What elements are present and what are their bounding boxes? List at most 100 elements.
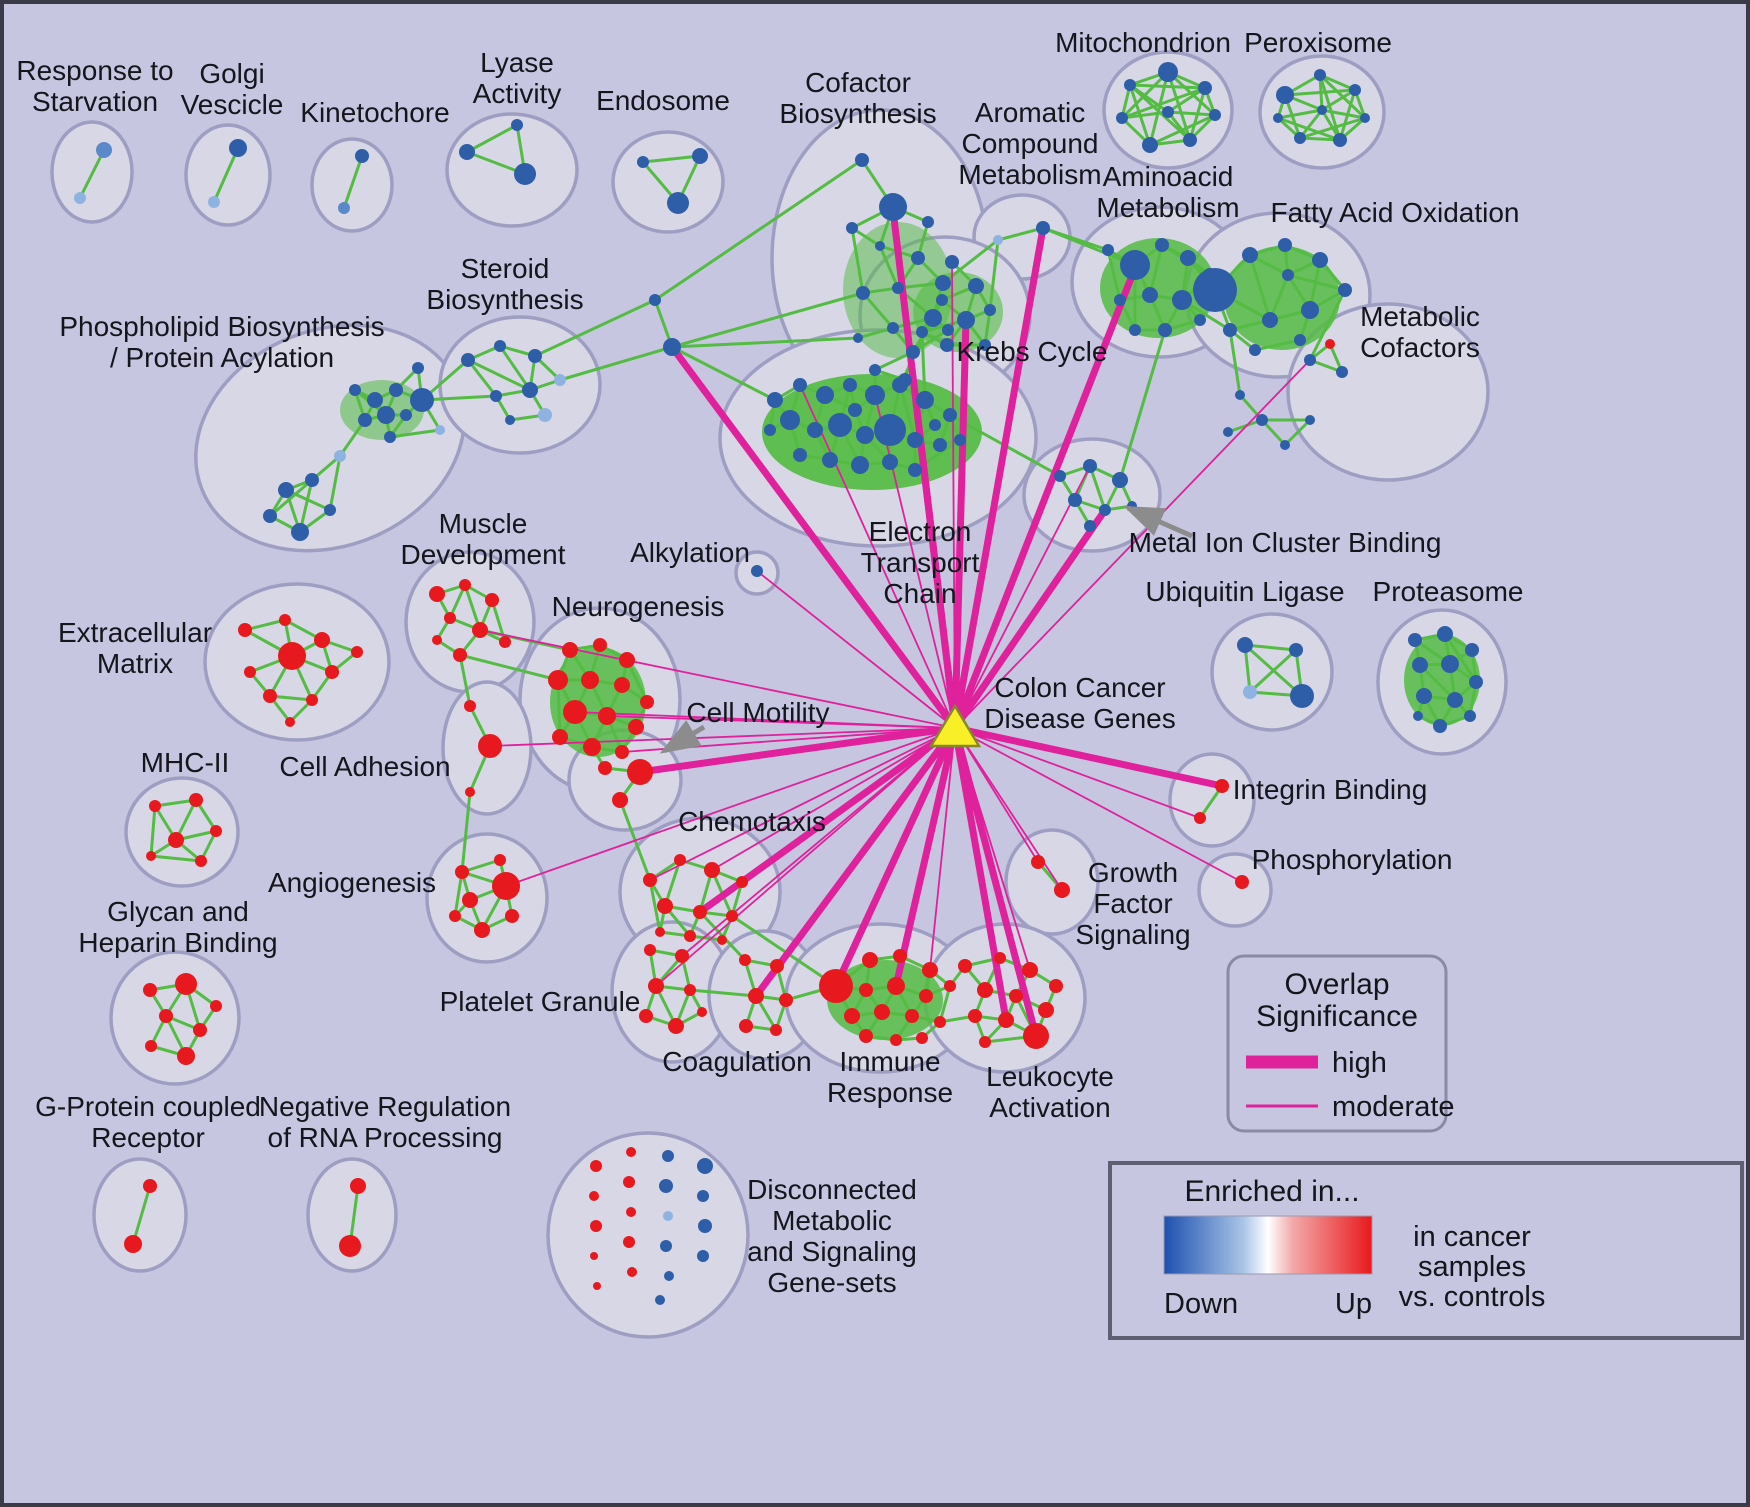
leukocyte-activation-geneset-node (998, 1012, 1014, 1028)
inter-cluster-edge (671, 345, 776, 402)
peroxisome-geneset-node (1273, 113, 1283, 123)
peroxisome-label: Peroxisome (1244, 27, 1392, 58)
cofactor-biosynthesis-geneset-node (887, 322, 899, 334)
phospholipid-biosynthesis-geneset-node (377, 406, 395, 424)
glycan-heparin-binding-geneset-node (210, 1000, 222, 1012)
disconnected-gene-sets-geneset-node (593, 1282, 601, 1290)
immune-response-geneset-node (934, 1016, 946, 1028)
proteasome-geneset-node (1416, 688, 1432, 704)
metal-ion-cluster-binding-geneset-node (1084, 520, 1096, 532)
lyase-activity-gene-overlap-edge (466, 123, 518, 154)
phospholipid-biosynthesis-geneset-node (410, 388, 434, 412)
muscle-development-geneset-node (459, 579, 471, 591)
immune-response-geneset-node (916, 1032, 928, 1044)
platelet-granule-geneset-node (684, 984, 696, 996)
growth-factor-signaling-geneset-node (1031, 855, 1045, 869)
leukocyte-activation-geneset-node (979, 1036, 991, 1048)
metal-ion-cluster-binding-geneset-node (1112, 472, 1128, 488)
chemotaxis-geneset-node (657, 898, 673, 914)
leukocyte-activation-geneset-node (994, 952, 1006, 964)
mitochondrion-geneset-node (1162, 106, 1174, 118)
growth-factor-signaling-geneset-node (1054, 882, 1070, 898)
extracellular-matrix-geneset-node (351, 646, 363, 658)
golgi-vescicle-geneset-node (229, 139, 247, 157)
chemotaxis-geneset-node (655, 927, 665, 937)
fatty-acid-oxidation-geneset-node (1312, 252, 1328, 268)
moderate-significance-edge (929, 727, 956, 971)
steroid-biosynthesis-geneset-node (505, 415, 515, 425)
steroid-biosynthesis-geneset-node (461, 353, 475, 367)
leukocyte-activation-geneset-node (977, 982, 993, 998)
extracellular-matrix-geneset-node (263, 689, 277, 703)
inter-cluster-edge (731, 914, 837, 988)
moderate-significance-edge (649, 727, 956, 881)
cluster-golgi-vescicle (184, 123, 272, 227)
glycan-heparin-binding-geneset-node (145, 1040, 157, 1052)
layer-nodes (74, 62, 1483, 1305)
disconnected-gene-sets-geneset-node (623, 1236, 635, 1248)
peroxisome-geneset-node (1360, 113, 1370, 123)
angiogenesis-geneset-node (492, 872, 520, 900)
aminoacid-metabolism-geneset-node (1120, 250, 1150, 280)
platelet-granule-geneset-node (675, 949, 689, 963)
fatty-acid-oxidation-geneset-node (1223, 323, 1237, 337)
krebs-cycle-geneset-node (940, 338, 954, 352)
chemotaxis-geneset-node (736, 876, 748, 888)
cell-motility-label: Cell Motility (686, 697, 829, 728)
metabolic-cofactors-geneset-node (1256, 414, 1268, 426)
moderate-significance-edge (954, 727, 1243, 883)
phospholipid-biosynthesis-geneset-node (389, 383, 403, 397)
cofactor-biosynthesis-geneset-node (935, 275, 951, 291)
electron-transport-chain-geneset-node (929, 419, 941, 431)
high-significance-edge (951, 727, 1010, 1021)
chemotaxis-geneset-node (674, 854, 686, 866)
electron-transport-chain-geneset-node (851, 456, 869, 474)
mitochondrion-gene-overlap-edge (1166, 71, 1192, 141)
mitochondrion-gene-overlap-edge (1129, 83, 1206, 90)
cofactor-biosynthesis-geneset-node (869, 364, 881, 376)
glycan-heparin-binding-geneset-node (143, 983, 157, 997)
mitochondrion-label: Mitochondrion (1055, 27, 1231, 58)
high-significance-edge (892, 727, 959, 987)
coagulation-geneset-node (770, 959, 784, 973)
neurogenesis-geneset-node (581, 671, 599, 689)
phospholipid-biosynthesis-geneset-node (291, 523, 309, 541)
extracellular-matrix-geneset-node (285, 717, 295, 727)
electron-transport-chain-geneset-node (843, 378, 857, 392)
metabolic-cofactors-geneset-node (1325, 339, 1335, 349)
response-to-starvation-geneset-node (96, 142, 112, 158)
inter-cluster-edge (559, 345, 673, 382)
neurogenesis-label: Neurogenesis (552, 591, 725, 622)
krebs-cycle-geneset-node (936, 294, 948, 306)
cluster-angiogenesis (425, 832, 549, 964)
cell-motility-geneset-node (598, 761, 612, 775)
metal-ion-pointer-arrow-icon (1123, 505, 1194, 539)
muscle-development-geneset-node (429, 586, 445, 602)
disconnected-gene-sets-geneset-node (589, 1191, 599, 1201)
immune-response-geneset-node (887, 977, 905, 995)
steroid-biosynthesis-geneset-node (528, 349, 542, 363)
electron-transport-chain-geneset-node (907, 432, 923, 448)
immune-response-geneset-node (859, 983, 873, 997)
disconnected-gene-sets-geneset-node (664, 1271, 674, 1281)
neurogenesis-geneset-node (640, 695, 654, 709)
golgi-vescicle-gene-overlap-edge (212, 147, 240, 203)
disconnected-gene-sets-geneset-node (623, 1176, 635, 1188)
mitochondrion-gene-overlap-edge (1121, 110, 1169, 120)
cofactor-biosynthesis-geneset-node (846, 222, 858, 234)
platelet-granule-label: Platelet Granule (440, 986, 641, 1017)
electron-transport-chain-geneset-node (828, 413, 852, 437)
mitochondrion-geneset-node (1209, 109, 1221, 121)
peroxisome-geneset-node (1294, 132, 1306, 144)
angiogenesis-geneset-node (474, 922, 490, 938)
krebs-cycle-geneset-node (984, 304, 996, 316)
immune-response-geneset-node (859, 1029, 873, 1043)
cofactor-biosynthesis-gene-overlap-edge (878, 245, 900, 289)
